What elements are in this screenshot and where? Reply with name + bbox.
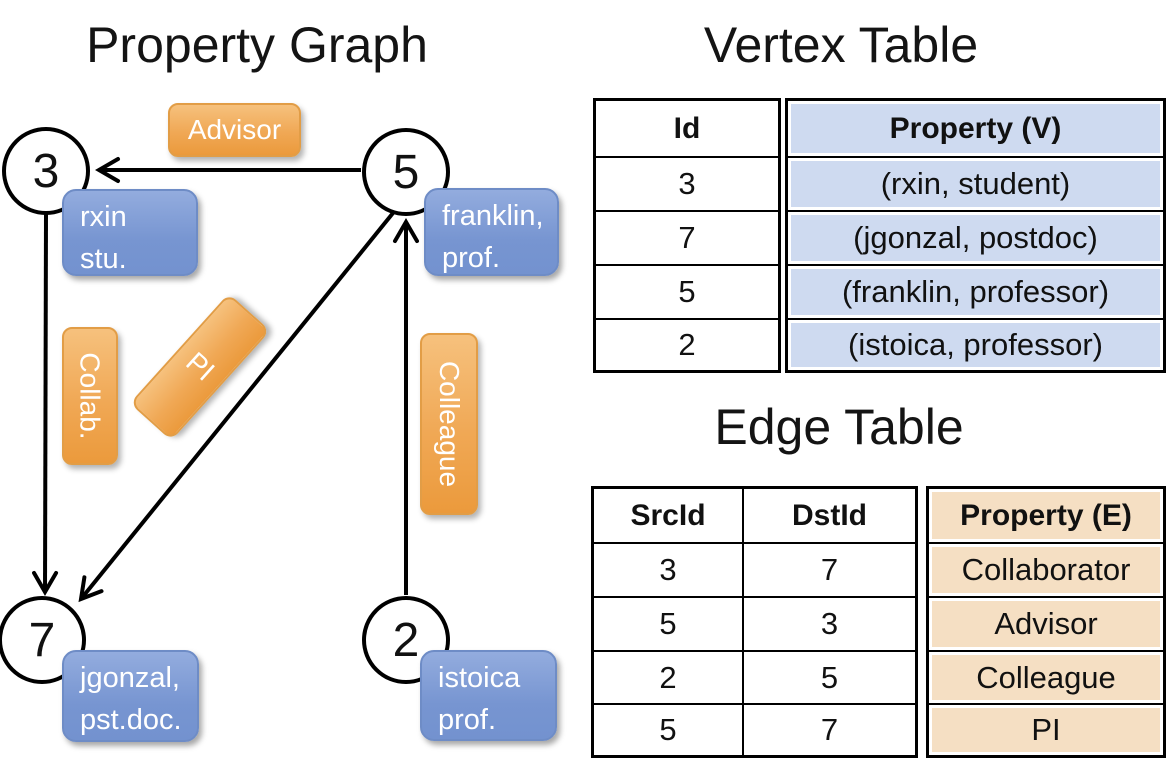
edge-table-dstid-cell: 3 <box>742 596 915 650</box>
edge-table-property-cell: PI <box>929 703 1163 755</box>
graph-edges-layer <box>32 157 419 603</box>
edge-label: PI <box>180 346 221 388</box>
edge-table-dstid-cell: 5 <box>742 650 915 703</box>
edge-table-srcid-cell: 3 <box>594 542 742 596</box>
vertex-table-property-cell: (istoica, professor) <box>788 318 1163 370</box>
edge-table-srcid-cell: 5 <box>594 703 742 755</box>
vertex-node-5: 5 <box>362 128 450 216</box>
edge-table-property-cell: Colleague <box>929 650 1163 703</box>
edge-table-id-columns: SrcId DstId 3 7 5 3 2 5 5 7 <box>591 486 918 758</box>
vertex-table-property-column: Property (V) (rxin, student) (jgonzal, p… <box>785 98 1166 373</box>
edge-table-srcid-cell: 5 <box>594 596 742 650</box>
vertex-node-2: 2 <box>362 596 450 684</box>
vertex-id-label: 5 <box>392 145 420 199</box>
vertex-table-header-property: Property (V) <box>788 101 1163 156</box>
vertex-id-label: 7 <box>28 613 56 667</box>
edge-table-property-column: Property (E) Collaborator Advisor Collea… <box>926 486 1166 758</box>
edge-table-property-cell: Advisor <box>929 596 1163 650</box>
property-graph-title: Property Graph <box>86 17 428 73</box>
vertex-table-header-id: Id <box>673 111 701 145</box>
vertex-id-label: 2 <box>392 613 420 667</box>
vertex-id-label: 3 <box>32 144 60 198</box>
edge-label: Advisor <box>187 114 282 145</box>
vertex-property-line: stu. <box>80 243 127 275</box>
vertex-table-id-column: Id 3 7 5 2 <box>593 98 781 373</box>
edge-label-box-advisor: Advisor <box>168 103 301 157</box>
edge-label: Collab. <box>75 352 107 440</box>
vertex-property-line: franklin, <box>442 200 544 232</box>
vertex-table-title: Vertex Table <box>703 17 979 73</box>
vertex-table-property-cell: (jgonzal, postdoc) <box>788 210 1163 264</box>
edge-table-srcid-cell: 2 <box>594 650 742 703</box>
vertex-table-id-cell: 3 <box>596 156 778 210</box>
edge-table-property-cell: Collaborator <box>929 542 1163 596</box>
edge-label-box-colleague: Colleague <box>420 333 478 515</box>
edge-table-dstid-cell: 7 <box>742 703 915 755</box>
edge-table-dstid-cell: 7 <box>742 542 915 596</box>
vertex-property-line: prof. <box>438 704 497 736</box>
vertex-property-box-3: rxin stu. <box>62 189 198 276</box>
vertex-property-box-2: istoica prof. <box>420 650 557 741</box>
edge-label-box-collab: Collab. <box>62 327 118 465</box>
vertex-property-line: rxin <box>80 201 127 233</box>
edge-label: Colleague <box>434 360 466 488</box>
vertex-property-box-7: jgonzal, pst.doc. <box>62 650 199 742</box>
vertex-property-line: prof. <box>442 242 501 274</box>
vertex-property-line: jgonzal, <box>80 662 180 694</box>
vertex-property-box-5: franklin, prof. <box>424 188 559 276</box>
edge-table-header-srcid: SrcId <box>630 498 706 532</box>
edge-table-title: Edge Table <box>714 399 964 455</box>
edge-table-header-property: Property (E) <box>929 489 1163 542</box>
edge-arrow-3-to-7 <box>32 213 59 596</box>
vertex-table-id-cell: 5 <box>596 264 778 318</box>
edge-arrow-5-to-7 <box>78 211 395 603</box>
vertex-table-property-cell: (rxin, student) <box>788 156 1163 210</box>
vertex-property-line: istoica <box>438 662 521 694</box>
vertex-table-id-cell: 2 <box>596 318 778 370</box>
vertex-table-id-cell: 7 <box>596 210 778 264</box>
vertex-property-line: pst.doc. <box>80 704 182 736</box>
edge-table-header-dstid: DstId <box>742 489 915 542</box>
vertex-table-property-cell: (franklin, professor) <box>788 264 1163 318</box>
